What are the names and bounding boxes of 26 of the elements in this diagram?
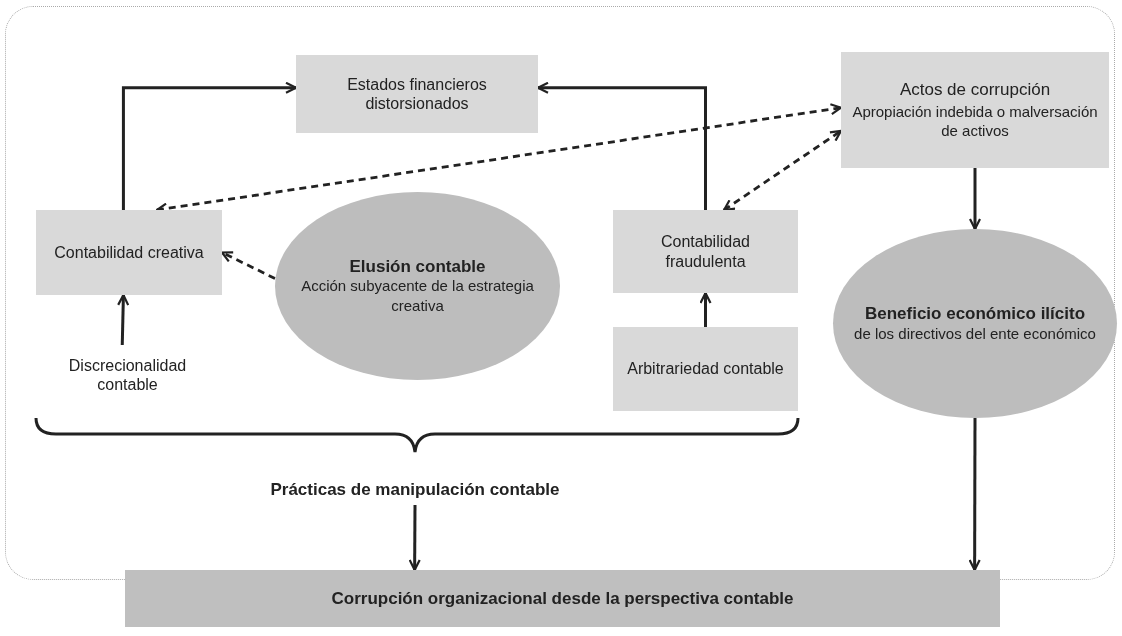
process-box [841, 52, 1109, 168]
process-box [36, 210, 222, 295]
node-text: Acción subyacente de la estrategia creativa [300, 276, 535, 316]
node-title: Arbitrariedad contable [627, 359, 784, 379]
arrow [408, 505, 421, 572]
arrow [968, 418, 981, 572]
node-title: Corrupción organizacional desde la perspectiva contable [331, 588, 794, 609]
node-text: de los directivos del ente económico [854, 323, 1096, 343]
node-title: Estados financieros distorsionados [346, 74, 488, 114]
arrow [699, 291, 712, 327]
node-text: Apropiación indebida o malversación de activos [851, 101, 1099, 141]
process-box [296, 55, 538, 133]
double-arrow [722, 129, 843, 212]
process-box [613, 210, 798, 293]
arrow [117, 293, 130, 346]
node-title: Actos de corrupción [899, 79, 1051, 102]
node-title: Elusión contable [349, 256, 486, 277]
node-title: Contabilidad creativa [54, 242, 204, 263]
node-title: Prácticas de manipulación contable [270, 480, 560, 500]
arrow [968, 168, 982, 231]
result-band [125, 570, 1000, 627]
node-title: Beneficio económico ilícito [864, 303, 1086, 324]
process-box [613, 327, 798, 411]
arrow [121, 81, 298, 210]
node-title: Discrecionalidad contable [67, 355, 188, 395]
node-title: Contabilidad fraudulenta [660, 232, 751, 271]
